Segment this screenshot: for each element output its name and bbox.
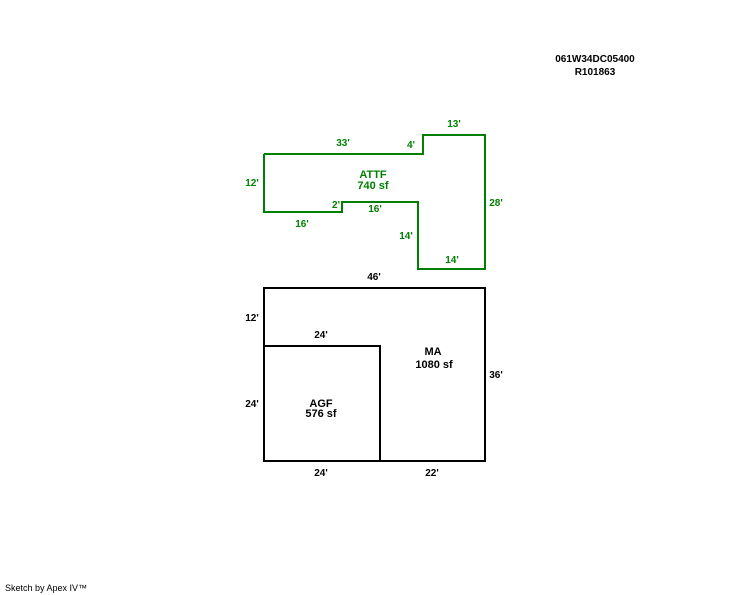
main-area-outline xyxy=(263,287,486,462)
attic-name: ATTF xyxy=(359,169,387,181)
sketch-credit: Sketch by Apex IV™ xyxy=(5,583,88,593)
main-area-labels: MA 1080 sf 46' 12' 36' 22' xyxy=(245,272,503,479)
garage-labels: AGF 576 sf 24' 24' 24' xyxy=(245,330,337,479)
attic-dim-left: 12' xyxy=(245,178,259,189)
attic-dim-top-right: 13' xyxy=(447,119,461,130)
attic-dim-bottom-right: 14' xyxy=(445,255,459,266)
attic-dim-mid: 16' xyxy=(368,204,382,215)
attic-dim-notch: 2' xyxy=(332,200,340,211)
attic-dim-top-step: 4' xyxy=(407,140,415,151)
garage-dim-bottom: 24' xyxy=(314,468,328,479)
account-id: R101863 xyxy=(575,67,616,78)
garage-name: AGF xyxy=(309,398,333,410)
main-area-name: MA xyxy=(424,346,441,358)
garage-dim-left: 24' xyxy=(245,399,259,410)
attic-labels: ATTF 740 sf 33' 4' 13' 12' 28' 16' 2' 16… xyxy=(245,119,503,266)
attic-dim-right: 28' xyxy=(489,198,503,209)
parcel-id: 061W34DC05400 xyxy=(555,54,635,65)
garage-area: 576 sf xyxy=(305,408,337,420)
main-dim-bottom-right: 22' xyxy=(425,468,439,479)
main-dim-top: 46' xyxy=(367,272,381,283)
garage-outline xyxy=(263,345,381,462)
main-dim-right: 36' xyxy=(489,370,503,381)
attic-dim-top-left: 33' xyxy=(336,138,350,149)
attic-dim-bottom-left: 16' xyxy=(295,219,309,230)
attic-area: 740 sf xyxy=(357,180,389,192)
main-dim-left-upper: 12' xyxy=(245,313,259,324)
garage-dim-top: 24' xyxy=(314,330,328,341)
attic-outline xyxy=(263,134,486,270)
attic-dim-inner-vertical: 14' xyxy=(399,231,413,242)
main-area-size: 1080 sf xyxy=(415,359,453,371)
